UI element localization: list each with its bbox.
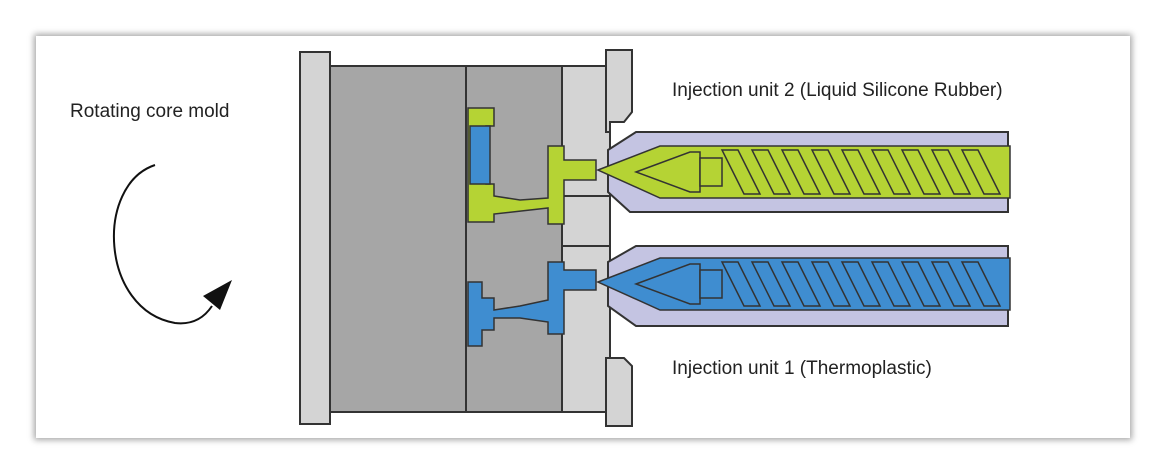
injection-unit-2-label: Injection unit 2 (Liquid Silicone Rubber… <box>672 80 1003 101</box>
lsr-part <box>467 107 597 225</box>
rotation-arrow-icon <box>112 164 232 325</box>
platen-mid-top <box>561 195 611 247</box>
left-plate <box>299 51 331 425</box>
injection-unit-2-barrel <box>596 131 1011 213</box>
injection-unit-1-label: Injection unit 1 (Thermoplastic) <box>672 358 932 379</box>
mold-core-block <box>329 65 467 413</box>
thermoplastic-part <box>467 261 597 347</box>
rotating-core-mold-label: Rotating core mold <box>70 101 230 122</box>
injection-unit-1-barrel <box>596 245 1011 327</box>
right-platen-top <box>605 49 633 133</box>
right-platen-bottom <box>605 357 633 427</box>
